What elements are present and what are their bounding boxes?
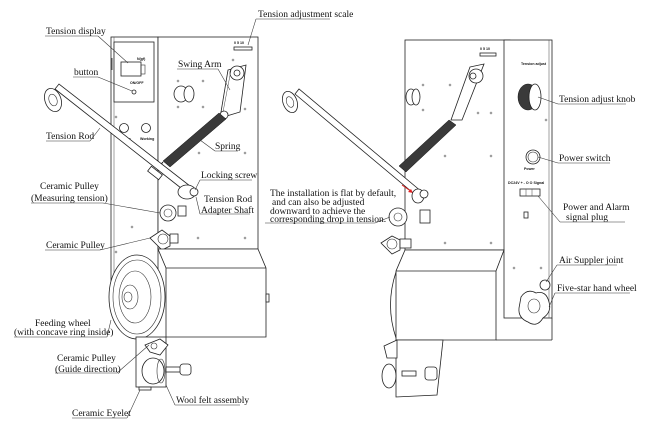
callout-ceramic-eyelet: Ceramic Eyelet <box>72 409 131 419</box>
right-device: 0 5 10 <box>282 39 553 398</box>
right-ceramic-pulley <box>380 235 412 255</box>
callout-spring: Spring <box>215 142 241 152</box>
swing-arm <box>219 64 247 120</box>
callout-swing-arm: Swing Arm <box>178 60 222 70</box>
callout-tension-rod-adapter: Tension Rod <box>204 195 252 205</box>
callout-tension-adjust-knob: Tension adjust knob <box>559 95 636 105</box>
five-star-hand-wheel <box>518 290 551 325</box>
onoff-label: ON/OFF <box>130 81 144 85</box>
callout-ceramic-pulley: Ceramic Pulley <box>46 241 105 251</box>
leader-lines <box>14 18 630 419</box>
tension-display-screen <box>120 61 142 77</box>
power-lamp <box>119 123 129 133</box>
note-line-4: corresponding drop in tension. <box>270 215 386 225</box>
callout-five-star-hand-wheel: Five-star hand wheel <box>557 284 637 294</box>
feeding-wheel <box>108 254 166 340</box>
note-line-2: and can also be adjusted <box>272 198 365 208</box>
adapter-shaft <box>177 184 199 200</box>
plug-labels: DC24V + - O O Signal <box>508 181 544 185</box>
svg-text:0 5 10: 0 5 10 <box>480 47 490 51</box>
callouts: Tension display button Swing Arm Tension… <box>14 10 637 419</box>
callout-tension-rod-adapter-sub: Adapter Shaft <box>201 205 254 216</box>
left-device: N(gf) ON/OFF Power Working 0 5 10 <box>44 36 270 391</box>
power-label: Power <box>524 167 535 171</box>
callout-tension-adjustment-scale: Tension adjustment scale <box>258 10 353 20</box>
adjust-down-arrow-icon <box>401 184 413 193</box>
callout-feeding-wheel: Feeding wheel <box>35 319 91 329</box>
callout-ceramic-pulley-measuring-sub: (Measuring tension) <box>31 193 108 204</box>
left-lower-body <box>157 248 267 338</box>
callout-locking-screw: Locking screw <box>201 171 257 181</box>
callout-tension-display: Tension display <box>46 27 106 37</box>
callout-power-alarm-plug-sub: signal plug <box>566 213 608 223</box>
ceramic-pulley-measuring <box>159 204 187 222</box>
callout-wool-felt-assembly: Wool felt assembly <box>176 395 249 406</box>
wool-felt-assembly <box>141 357 192 385</box>
power-alarm-plug <box>519 188 541 197</box>
onoff-button <box>131 89 137 95</box>
right-ceramic-pulley-measuring <box>388 207 431 227</box>
right-lower-body <box>395 249 505 341</box>
working-lamp <box>141 123 151 133</box>
tension-adjust-label: Tension adjust <box>521 62 547 66</box>
callout-tension-rod: Tension Rod <box>46 132 94 142</box>
svg-text:0 5 10: 0 5 10 <box>234 41 244 45</box>
right-tension-scale <box>479 52 497 57</box>
ceramic-pulley <box>149 229 179 251</box>
callout-ceramic-pulley-guide-sub: (Guide direction) <box>55 364 121 375</box>
callout-feeding-wheel-sub: (with concave ring inside) <box>14 327 113 338</box>
ceramic-pulley-guide <box>144 338 169 356</box>
air-supplier-joint <box>539 279 551 291</box>
note-line-1: The installation is flat by default, <box>270 188 396 199</box>
tension-scale <box>233 46 253 51</box>
callout-button: button <box>74 68 99 78</box>
callout-power-alarm-plug: Power and Alarm <box>563 203 630 213</box>
note-line-3: downward to achieve the <box>270 207 365 217</box>
right-tension-rod <box>282 88 423 198</box>
callout-power-switch: Power switch <box>559 154 611 164</box>
ceramic-eyelet <box>138 386 152 391</box>
callout-air-supplier-joint: Air Suppler joint <box>559 256 624 266</box>
callout-ceramic-pulley-measuring: Ceramic Pulley <box>40 182 99 192</box>
right-spring <box>398 119 457 173</box>
display-unit-label: N(gf) <box>137 57 146 61</box>
working-lamp-label: Working <box>140 137 154 141</box>
callout-ceramic-pulley-guide: Ceramic Pulley <box>57 354 116 364</box>
right-swing-arm <box>450 63 485 121</box>
right-side-panel <box>503 39 553 319</box>
